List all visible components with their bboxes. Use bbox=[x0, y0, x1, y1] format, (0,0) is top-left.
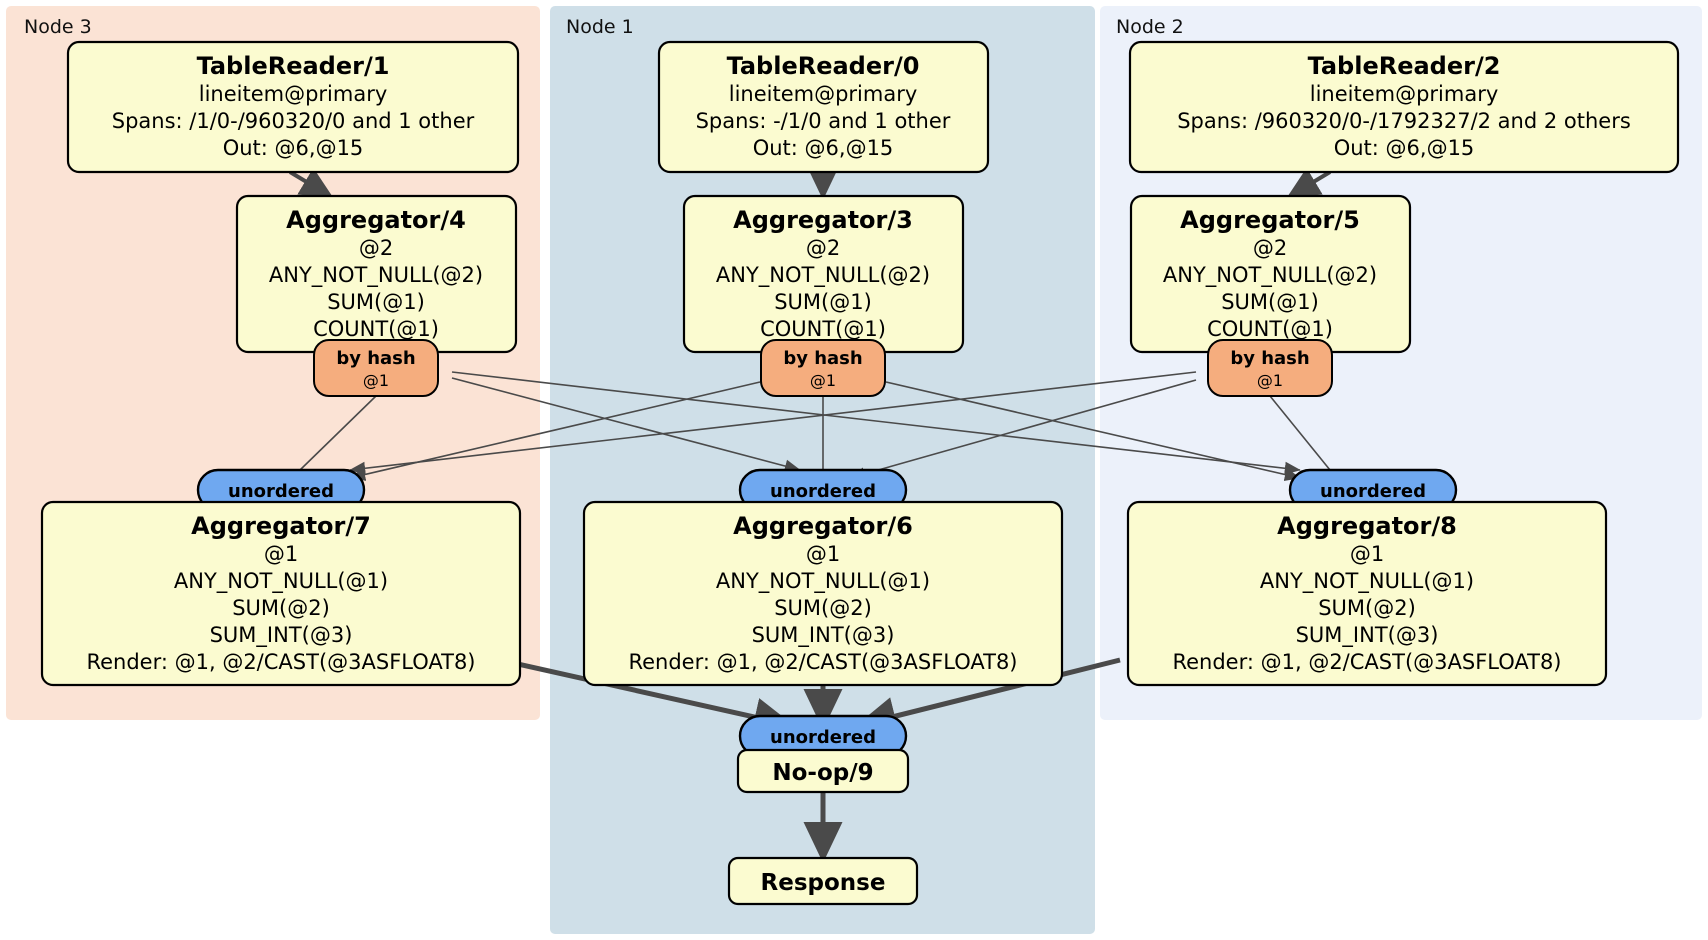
node-response[interactable]: Response bbox=[727, 856, 919, 906]
response-title: Response bbox=[761, 870, 886, 896]
aggregator-6-title: Aggregator/6 bbox=[733, 512, 913, 540]
noop-9-title: No-op/9 bbox=[772, 760, 873, 786]
synchronizer-unordered-final-label: unordered bbox=[770, 727, 876, 748]
node-tablereader-1[interactable]: TableReader/1 lineitem@primary Spans: /1… bbox=[66, 40, 520, 174]
tablereader-2-line-0: lineitem@primary bbox=[1310, 82, 1499, 106]
node-aggregator-5[interactable]: Aggregator/5 @2 ANY_NOT_NULL(@2) SUM(@1)… bbox=[1129, 194, 1412, 354]
aggregator-7-title: Aggregator/7 bbox=[191, 512, 371, 540]
aggregator-5-line-2: SUM(@1) bbox=[1221, 290, 1319, 314]
edge-hash-left-to-unordered-center bbox=[451, 377, 801, 473]
aggregator-5-line-0: @2 bbox=[1253, 236, 1287, 260]
edge-tablereader1-to-aggregator4 bbox=[288, 167, 334, 199]
aggregator-5-line-3: COUNT(@1) bbox=[1207, 317, 1333, 341]
router-by-hash-right[interactable]: by hash @1 bbox=[1207, 339, 1333, 397]
synchronizer-unordered-final[interactable]: unordered bbox=[738, 714, 908, 758]
edge-hash-right-to-unordered-center bbox=[849, 379, 1197, 481]
synchronizer-unordered-left-label: unordered bbox=[228, 481, 334, 502]
node-aggregator-6[interactable]: Aggregator/6 @1 ANY_NOT_NULL(@1) SUM(@2)… bbox=[582, 500, 1064, 687]
tablereader-2-line-2: Out: @6,@15 bbox=[1334, 136, 1475, 160]
aggregator-6-line-1: ANY_NOT_NULL(@1) bbox=[716, 569, 930, 594]
aggregator-5-title: Aggregator/5 bbox=[1180, 206, 1360, 234]
tablereader-0-title: TableReader/0 bbox=[727, 52, 920, 80]
aggregator-7-line-4: Render: @1, @2/CAST(@3ASFLOAT8) bbox=[86, 650, 475, 674]
synchronizer-unordered-right-label: unordered bbox=[1320, 481, 1426, 502]
edge-aggregator8-to-unordered-final bbox=[855, 657, 1121, 736]
aggregator-8-line-4: Render: @1, @2/CAST(@3ASFLOAT8) bbox=[1172, 650, 1561, 674]
aggregator-4-title: Aggregator/4 bbox=[286, 206, 466, 234]
panel-label-node-3: Node 3 bbox=[24, 16, 92, 38]
node-tablereader-2[interactable]: TableReader/2 lineitem@primary Spans: /9… bbox=[1128, 40, 1680, 174]
aggregator-6-line-3: SUM_INT(@3) bbox=[752, 623, 895, 648]
edge-hash-left-to-unordered-left bbox=[299, 395, 377, 471]
aggregator-8-line-3: SUM_INT(@3) bbox=[1296, 623, 1439, 648]
synchronizer-unordered-right[interactable]: unordered bbox=[1288, 468, 1458, 512]
node-aggregator-3[interactable]: Aggregator/3 @2 ANY_NOT_NULL(@2) SUM(@1)… bbox=[682, 194, 965, 354]
node-noop-9[interactable]: No-op/9 bbox=[736, 748, 910, 794]
aggregator-5-line-1: ANY_NOT_NULL(@2) bbox=[1163, 263, 1377, 288]
router-by-hash-left[interactable]: by hash @1 bbox=[313, 339, 439, 397]
router-by-hash-center-label: by hash bbox=[783, 348, 862, 369]
aggregator-8-title: Aggregator/8 bbox=[1277, 512, 1457, 540]
tablereader-0-line-1: Spans: -/1/0 and 1 other bbox=[696, 109, 951, 133]
router-by-hash-center[interactable]: by hash @1 bbox=[760, 339, 886, 397]
aggregator-6-line-0: @1 bbox=[806, 542, 840, 566]
aggregator-3-line-0: @2 bbox=[806, 236, 840, 260]
tablereader-1-line-1: Spans: /1/0-/960320/0 and 1 other bbox=[112, 109, 475, 133]
edge-tablereader2-to-aggregator5 bbox=[1286, 167, 1332, 199]
node-aggregator-4[interactable]: Aggregator/4 @2 ANY_NOT_NULL(@2) SUM(@1)… bbox=[235, 194, 518, 354]
aggregator-4-line-3: COUNT(@1) bbox=[313, 317, 439, 341]
aggregator-7-line-0: @1 bbox=[264, 542, 298, 566]
tablereader-1-line-0: lineitem@primary bbox=[199, 82, 388, 106]
aggregator-7-line-2: SUM(@2) bbox=[232, 596, 330, 620]
edge-hash-right-to-unordered-left bbox=[349, 371, 1197, 475]
aggregator-8-line-1: ANY_NOT_NULL(@1) bbox=[1260, 569, 1474, 594]
aggregator-3-line-1: ANY_NOT_NULL(@2) bbox=[716, 263, 930, 288]
panel-label-node-1: Node 1 bbox=[566, 16, 634, 38]
aggregator-3-line-2: SUM(@1) bbox=[774, 290, 872, 314]
router-by-hash-center-sub: @1 bbox=[810, 371, 836, 390]
node-aggregator-7[interactable]: Aggregator/7 @1 ANY_NOT_NULL(@1) SUM(@2)… bbox=[40, 500, 522, 687]
aggregator-6-line-4: Render: @1, @2/CAST(@3ASFLOAT8) bbox=[628, 650, 1017, 674]
tablereader-0-line-2: Out: @6,@15 bbox=[753, 136, 894, 160]
node-aggregator-8[interactable]: Aggregator/8 @1 ANY_NOT_NULL(@1) SUM(@2)… bbox=[1126, 500, 1608, 687]
node-tablereader-0[interactable]: TableReader/0 lineitem@primary Spans: -/… bbox=[657, 40, 990, 174]
aggregator-8-line-2: SUM(@2) bbox=[1318, 596, 1416, 620]
tablereader-2-line-1: Spans: /960320/0-/1792327/2 and 2 others bbox=[1177, 109, 1631, 133]
aggregator-4-line-0: @2 bbox=[359, 236, 393, 260]
router-by-hash-left-sub: @1 bbox=[363, 371, 389, 390]
aggregator-7-line-1: ANY_NOT_NULL(@1) bbox=[174, 569, 388, 594]
synchronizer-unordered-left[interactable]: unordered bbox=[196, 468, 366, 512]
tablereader-1-line-2: Out: @6,@15 bbox=[223, 136, 364, 160]
aggregator-7-line-3: SUM_INT(@3) bbox=[210, 623, 353, 648]
tablereader-2-title: TableReader/2 bbox=[1308, 52, 1501, 80]
router-by-hash-right-sub: @1 bbox=[1257, 371, 1283, 390]
aggregator-8-line-0: @1 bbox=[1350, 542, 1384, 566]
tablereader-1-title: TableReader/1 bbox=[197, 52, 390, 80]
router-by-hash-right-label: by hash bbox=[1230, 348, 1309, 369]
edge-aggregator7-to-unordered-final bbox=[499, 657, 795, 737]
aggregator-4-line-1: ANY_NOT_NULL(@2) bbox=[269, 263, 483, 288]
aggregator-4-line-2: SUM(@1) bbox=[327, 290, 425, 314]
aggregator-3-title: Aggregator/3 bbox=[733, 206, 913, 234]
edge-hash-left-to-unordered-right bbox=[451, 371, 1301, 475]
aggregator-6-line-2: SUM(@2) bbox=[774, 596, 872, 620]
router-by-hash-left-label: by hash bbox=[336, 348, 415, 369]
aggregator-3-line-3: COUNT(@1) bbox=[760, 317, 886, 341]
edge-hash-center-to-unordered-right bbox=[885, 381, 1301, 481]
synchronizer-unordered-center-label: unordered bbox=[770, 481, 876, 502]
panel-label-node-2: Node 2 bbox=[1116, 16, 1184, 38]
edge-hash-right-to-unordered-right bbox=[1269, 395, 1331, 471]
tablereader-0-line-0: lineitem@primary bbox=[729, 82, 918, 106]
